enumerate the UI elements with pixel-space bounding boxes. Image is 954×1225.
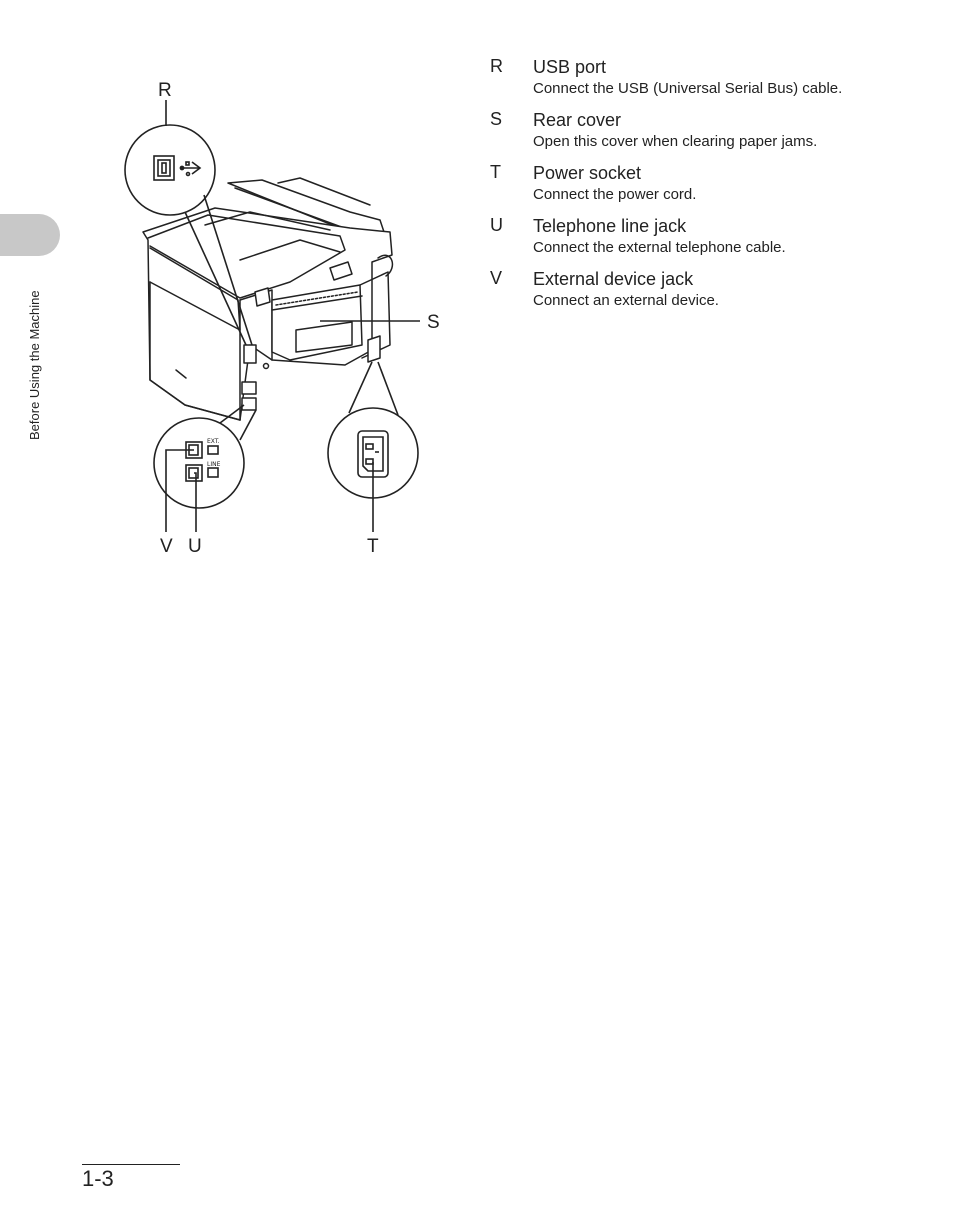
line-port-label: LINE: [207, 461, 221, 468]
list-item: R USB port Connect the USB (Universal Se…: [490, 56, 930, 99]
printer-rear-drawing: EXT. LINE: [124, 100, 420, 532]
page-number: 1-3: [82, 1166, 114, 1191]
callout-t: T: [367, 536, 379, 557]
item-title: USB port: [533, 57, 607, 77]
list-item: U Telephone line jack Connect the extern…: [490, 215, 930, 258]
item-letter: R: [490, 56, 503, 76]
item-title: Power socket: [533, 163, 642, 183]
callout-s: S: [427, 312, 440, 333]
footer-rule: [82, 1164, 180, 1165]
item-letter: U: [490, 215, 503, 235]
item-title: Rear cover: [533, 110, 622, 130]
item-description: Connect the power cord.: [533, 186, 697, 203]
machine-rear-illustration: EXT. LINE R S V U T: [0, 0, 470, 580]
callout-r: R: [158, 80, 172, 101]
item-description: Connect the USB (Universal Serial Bus) c…: [533, 80, 843, 97]
item-description: Connect the external telephone cable.: [533, 239, 786, 256]
item-letter: V: [490, 268, 503, 288]
item-description: Open this cover when clearing paper jams…: [533, 133, 818, 150]
list-item: S Rear cover Open this cover when cleari…: [490, 109, 930, 152]
item-letter: T: [490, 162, 501, 182]
item-title: External device jack: [533, 269, 694, 289]
callout-u: U: [188, 536, 202, 557]
list-item: V External device jack Connect an extern…: [490, 268, 930, 311]
list-item: T Power socket Connect the power cord.: [490, 162, 930, 205]
item-letter: S: [490, 109, 503, 129]
callout-v: V: [160, 536, 173, 557]
parts-list: R USB port Connect the USB (Universal Se…: [490, 56, 930, 321]
item-title: Telephone line jack: [533, 216, 687, 236]
ext-port-label: EXT.: [207, 438, 220, 445]
item-description: Connect an external device.: [533, 292, 719, 309]
chapter-tab: [0, 214, 60, 256]
